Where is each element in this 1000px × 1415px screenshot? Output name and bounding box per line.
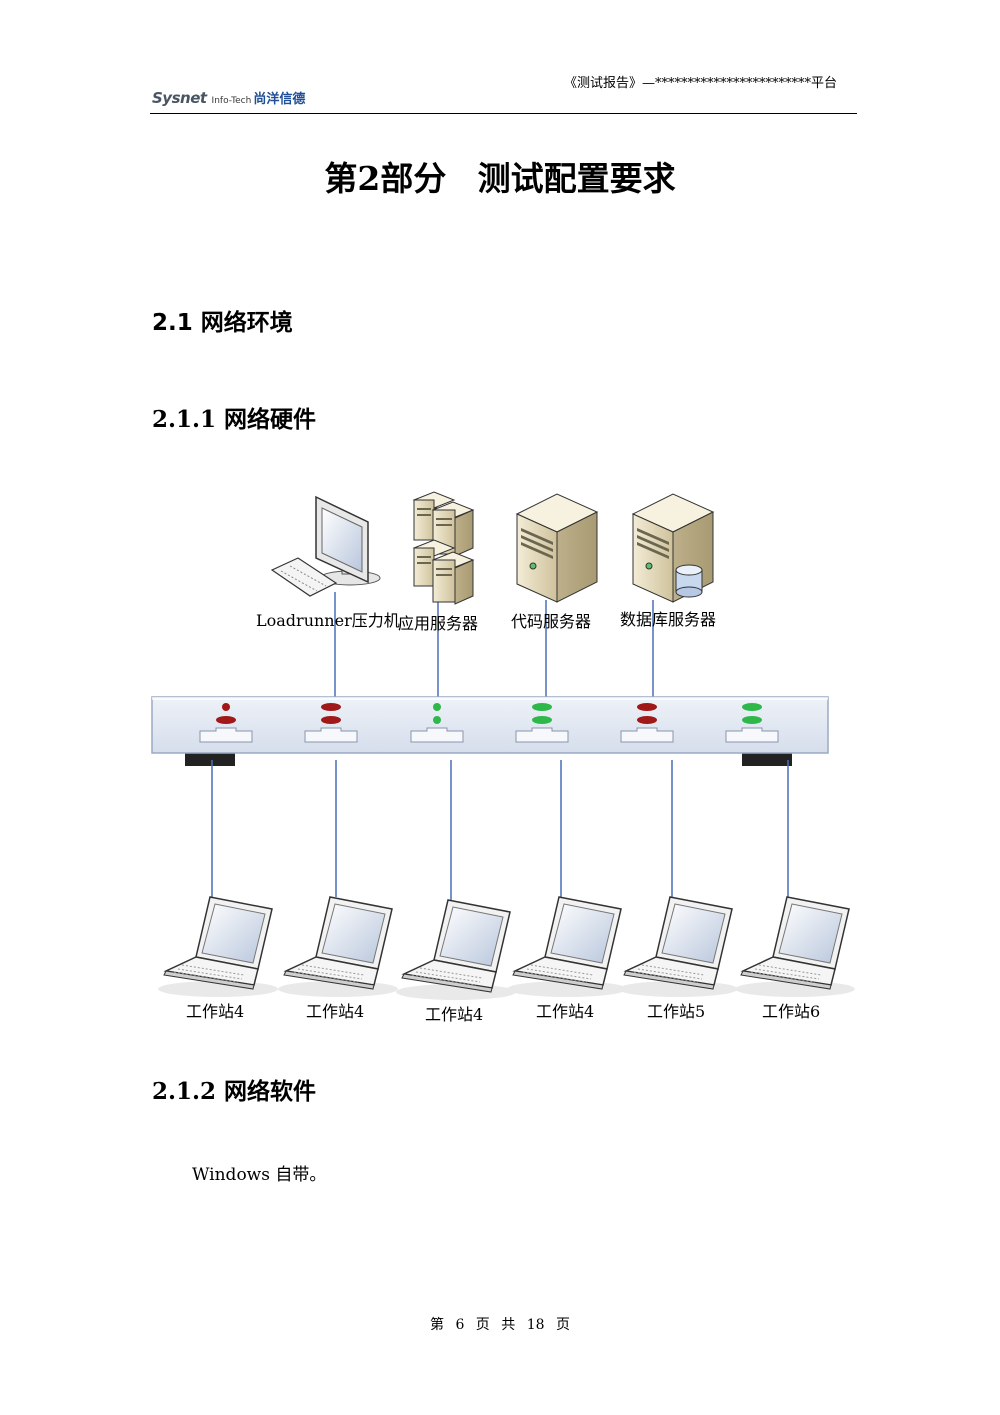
software-paragraph: Windows 自带。 [192, 1160, 326, 1185]
downlink-lines [212, 760, 788, 900]
server-cluster-icon [414, 492, 473, 604]
port-light-red [321, 716, 341, 724]
header-doc-title: 《测试报告》—************************平台 [564, 72, 837, 91]
port-light-red [637, 703, 657, 711]
desktop-computer-icon [272, 497, 380, 596]
laptop-icon [507, 897, 627, 997]
network-switch-icon [152, 697, 828, 766]
workstation-label-6: 工作站6 [762, 1002, 820, 1021]
server-label-code: 代码服务器 [511, 612, 591, 631]
workstation-label-5: 工作站5 [647, 1002, 705, 1021]
section-heading-2-1: 2.1 网络环境 [152, 303, 293, 337]
server-label-app: 应用服务器 [398, 614, 478, 633]
workstation-label-4: 工作站4 [536, 1002, 594, 1021]
laptop-icon [396, 900, 516, 1000]
part-title: 第2部分 测试配置要求 [0, 152, 1000, 200]
port-light-green [532, 716, 552, 724]
port-light-red [216, 716, 236, 724]
server-label-db: 数据库服务器 [620, 610, 716, 629]
port-light-green [433, 716, 441, 724]
uplink-lines [335, 590, 653, 697]
section-heading-2-1-1: 2.1.1 网络硬件 [152, 400, 316, 434]
network-diagram: Loadrunner压力机 应用服务器 代码服务器 数据库服务器 工作站4 工作… [140, 480, 860, 1040]
section-heading-2-1-2: 2.1.2 网络软件 [152, 1072, 316, 1106]
laptop-icon [735, 897, 855, 997]
logo-infotech: Info-Tech [212, 96, 252, 106]
company-logo: Sysnet Info-Tech 尚洋信德 [152, 88, 305, 107]
port-light-green [433, 703, 441, 711]
port-light-green [742, 716, 762, 724]
workstation-label-2: 工作站4 [306, 1002, 364, 1021]
port-light-green [742, 703, 762, 711]
port-light-red [321, 703, 341, 711]
port-light-red [637, 716, 657, 724]
laptop-icon [618, 897, 738, 997]
port-light-green [532, 703, 552, 711]
logo-sysnet: Sysnet [152, 89, 207, 107]
laptop-icon [158, 897, 278, 997]
header-divider [150, 113, 857, 114]
logo-chinese: 尚洋信德 [253, 88, 305, 107]
workstation-label-3: 工作站4 [425, 1005, 483, 1024]
server-label-loadrunner: Loadrunner压力机 [256, 611, 400, 630]
tower-server-icon [517, 494, 597, 602]
database-server-icon [633, 494, 713, 602]
port-light-red [222, 703, 230, 711]
workstation-label-1: 工作站4 [186, 1002, 244, 1021]
laptop-icon [278, 897, 398, 997]
page-footer: 第 6 页 共 18 页 [0, 1314, 1000, 1334]
